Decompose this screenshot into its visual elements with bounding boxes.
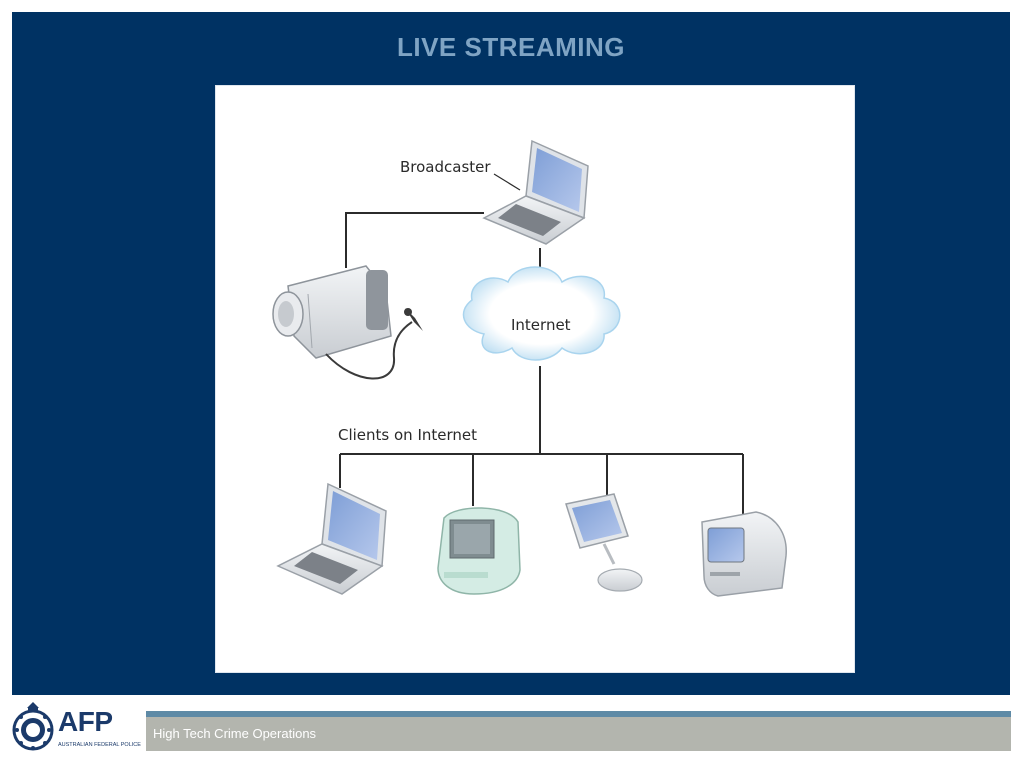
clients-on-internet-label: Clients on Internet xyxy=(338,426,478,444)
connection-lines xyxy=(339,173,744,516)
broadcaster-pointer xyxy=(493,173,521,191)
client-imac-icon xyxy=(437,507,521,595)
afp-logo: AFP AUSTRALIAN FEDERAL POLICE xyxy=(12,700,141,758)
diagram-frame: Broadcaster Internet Clients on Internet xyxy=(215,85,855,673)
internet-label: Internet xyxy=(511,316,571,334)
client-laptop-icon xyxy=(276,482,387,595)
internet-cloud-icon xyxy=(462,266,621,361)
camcorder-icon xyxy=(272,265,423,380)
camcorder-to-broadcaster-line xyxy=(345,212,484,268)
network-diagram xyxy=(272,139,787,597)
slide-title: LIVE STREAMING xyxy=(396,32,625,62)
footer-band: High Tech Crime Operations xyxy=(146,717,1011,751)
client-emac-icon xyxy=(701,511,787,597)
afp-logo-subtext: AUSTRALIAN FEDERAL POLICE xyxy=(58,742,141,748)
footer-department-text: High Tech Crime Operations xyxy=(153,726,317,741)
slide-panel: LIVE STREAMING xyxy=(12,12,1010,695)
afp-logo-text: AFP xyxy=(58,706,113,737)
broadcaster-label: Broadcaster xyxy=(400,158,491,176)
footer-stripe xyxy=(146,711,1011,717)
client-flat-panel-imac-icon xyxy=(565,493,643,592)
afp-crest-icon xyxy=(12,702,54,751)
broadcaster-laptop-icon xyxy=(482,139,589,245)
